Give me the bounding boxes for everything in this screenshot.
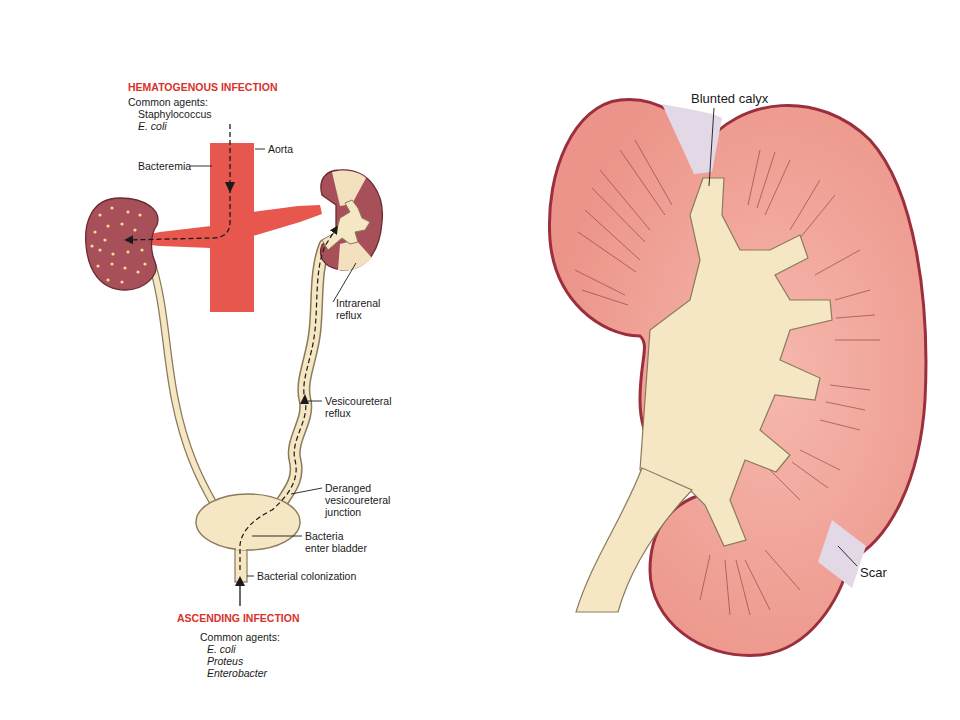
part-label: Aorta xyxy=(268,143,293,155)
scarred-kidney xyxy=(549,100,925,656)
agent-heading: Common agents: xyxy=(128,96,208,108)
agent-name: E. coli xyxy=(138,120,167,132)
agent-heading: Common agents: xyxy=(200,631,280,643)
right-kidney xyxy=(321,170,383,270)
left-kidney xyxy=(86,198,158,290)
agent-name: Enterobacter xyxy=(207,667,267,679)
part-label: Deranged vesicoureteral junction xyxy=(325,482,400,518)
part-label: Vesicoureteral reflux xyxy=(325,395,400,419)
part-label: Bacterial colonization xyxy=(257,570,356,582)
section-heading: ASCENDING INFECTION xyxy=(177,612,300,624)
agent-name: Proteus xyxy=(207,655,243,667)
part-label: Bacteria enter bladder xyxy=(305,530,368,554)
aorta xyxy=(210,143,254,312)
part-label: Bacteremia xyxy=(138,160,191,172)
agent-name: E. coli xyxy=(207,643,236,655)
part-label: Blunted calyx xyxy=(691,91,768,106)
part-label: Intrarenal reflux xyxy=(336,297,391,321)
pathway-illustration xyxy=(86,124,383,606)
section-heading: HEMATOGENOUS INFECTION xyxy=(128,81,278,93)
bladder xyxy=(196,494,300,550)
part-label: Scar xyxy=(860,565,887,580)
agent-name: Staphylococcus xyxy=(138,108,212,120)
